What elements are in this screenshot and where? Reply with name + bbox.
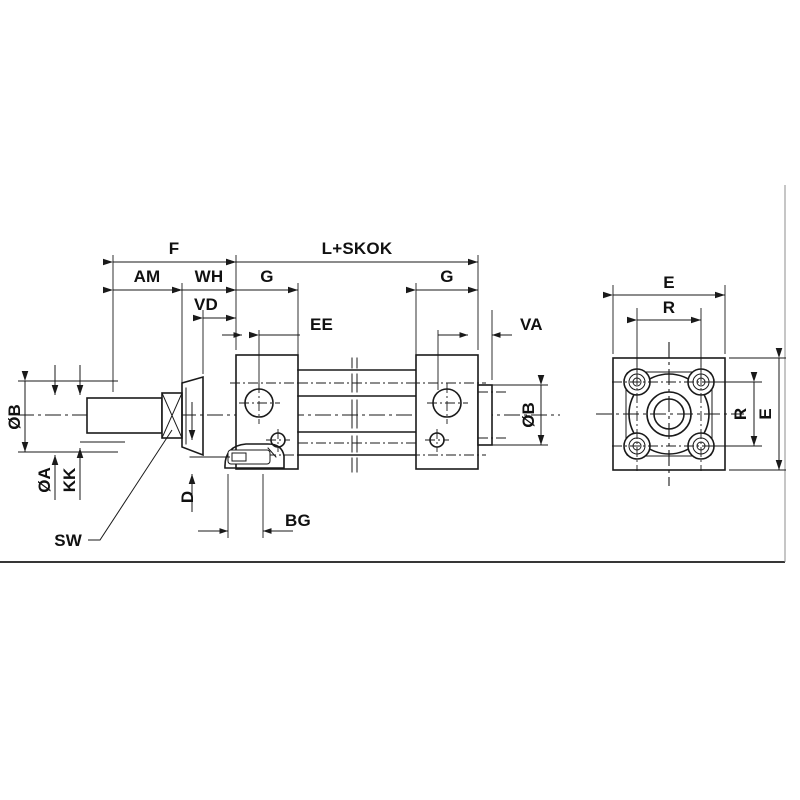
wrench-flat-block bbox=[161, 392, 183, 439]
dimension-OB-left: ØB bbox=[5, 371, 118, 453]
side-view-dimensions-left: ØB ØA KK bbox=[5, 365, 125, 500]
dimension-label-VA: VA bbox=[520, 315, 543, 334]
dimension-KK: KK bbox=[60, 365, 125, 500]
dimension-label-G-left: G bbox=[260, 267, 273, 286]
dimension-EE: EE bbox=[249, 315, 333, 390]
dimension-label-G-right: G bbox=[440, 267, 453, 286]
dimension-label-R-right: R bbox=[731, 408, 750, 420]
cylinder-barrel bbox=[297, 357, 417, 473]
dimension-label-KK: KK bbox=[60, 467, 79, 492]
dimension-R-top: R bbox=[627, 298, 701, 324]
dimension-R-right: R bbox=[731, 372, 758, 446]
dimension-label-D: D bbox=[178, 491, 197, 503]
front-view-dimensions: E R E R bbox=[603, 273, 786, 471]
dimension-E-right: E bbox=[756, 348, 783, 470]
side-elevation-view bbox=[18, 354, 560, 473]
break-marks bbox=[351, 357, 358, 473]
dimension-VD: VD bbox=[193, 295, 236, 322]
dimension-D: D bbox=[178, 402, 230, 512]
sheet-border bbox=[0, 185, 786, 563]
cushion-adjust-screw bbox=[189, 443, 285, 469]
dimension-L-SKOK: L+SKOK bbox=[226, 239, 478, 266]
dimension-label-F: F bbox=[169, 239, 180, 258]
dimension-label-VD: VD bbox=[194, 295, 218, 314]
dimension-E-top: E bbox=[603, 273, 725, 299]
dimension-BG: BG bbox=[198, 474, 311, 538]
rear-stub bbox=[477, 384, 506, 446]
side-view-dimensions-right: ØB bbox=[486, 375, 548, 446]
dimension-label-BG: BG bbox=[285, 511, 311, 530]
dimension-G-right: G bbox=[406, 267, 478, 294]
dimension-label-WH: WH bbox=[195, 267, 224, 286]
dimension-label-OB-right: ØB bbox=[519, 402, 538, 428]
dimension-SW: SW bbox=[54, 429, 173, 550]
dimension-label-E-top: E bbox=[663, 273, 675, 292]
dimension-VA: VA bbox=[492, 315, 543, 338]
side-view-dimensions-top: F L+SKOK AM WH G G VD bbox=[103, 239, 543, 392]
side-view-dimensions-bottom: D BG SW bbox=[54, 402, 311, 550]
dimension-label-SW: SW bbox=[54, 531, 83, 550]
dimension-label-R-top: R bbox=[663, 298, 675, 317]
dimension-AM: AM bbox=[103, 267, 182, 294]
front-flange-view bbox=[596, 342, 744, 486]
dimension-label-OA: ØA bbox=[35, 467, 54, 493]
front-end-cap bbox=[181, 375, 204, 457]
dimension-label-L-SKOK: L+SKOK bbox=[322, 239, 393, 258]
dimension-label-AM: AM bbox=[134, 267, 161, 286]
dimension-F: F bbox=[103, 239, 236, 266]
rear-head-block bbox=[410, 354, 486, 470]
piston-rod bbox=[86, 397, 163, 434]
inner-tick-right bbox=[437, 330, 468, 390]
dimension-label-E-right: E bbox=[756, 408, 775, 419]
dimension-G-left: G bbox=[226, 267, 298, 294]
dimension-label-EE: EE bbox=[310, 315, 333, 334]
dimension-WH: WH bbox=[172, 267, 236, 294]
dimension-label-OB-left: ØB bbox=[5, 404, 24, 430]
dimension-OA: ØA bbox=[35, 365, 92, 500]
